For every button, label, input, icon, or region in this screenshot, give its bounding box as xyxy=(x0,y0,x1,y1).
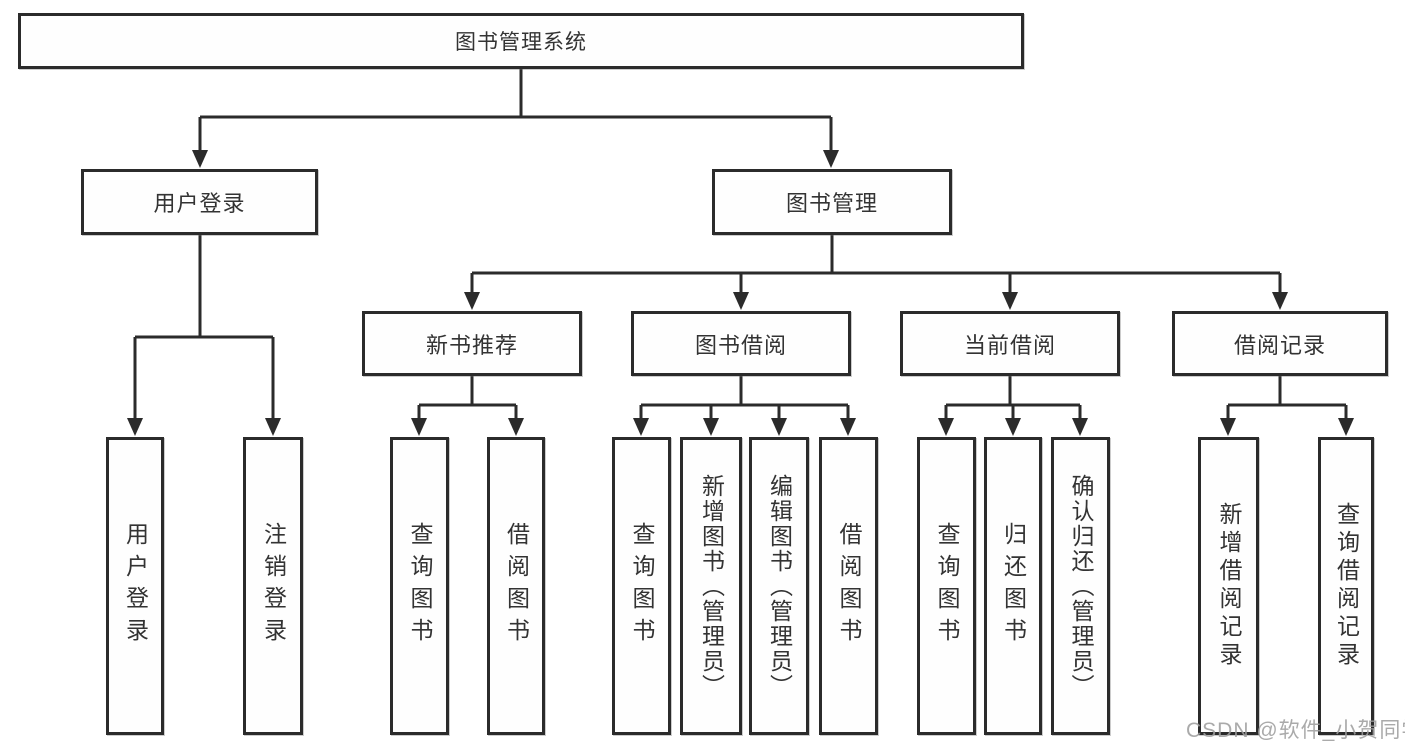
leaf-cb-query-books: 查询图书 xyxy=(917,437,976,735)
connector-borrowing-records-children xyxy=(1226,376,1348,419)
connector-root-to-level2 xyxy=(198,69,833,151)
node-library-management-system: 图书管理系统 xyxy=(18,13,1024,69)
leaf-bb-query-books: 查询图书 xyxy=(612,437,671,735)
node-new-book-recommend: 新书推荐 xyxy=(362,311,582,376)
node-book-management: 图书管理 xyxy=(712,169,952,235)
leaf-cb-confirm-return-admin: 确认归还（管理员） xyxy=(1051,437,1110,735)
leaf-bb-add-books-admin: 新增图书（管理员） xyxy=(680,437,742,735)
leaf-user-login: 用户登录 xyxy=(106,437,164,735)
arrowheads-book-management-children xyxy=(464,292,1288,310)
leaf-br-add-record: 新增借阅记录 xyxy=(1198,437,1259,735)
connector-current-borrowing-children xyxy=(944,376,1082,419)
arrowheads-root-to-level2 xyxy=(192,150,839,168)
leaf-nb-query-books: 查询图书 xyxy=(390,437,449,735)
arrowheads-current-borrowing-children xyxy=(938,418,1088,436)
leaf-bb-edit-books-admin: 编辑图书（管理员） xyxy=(749,437,809,735)
arrowheads-user-login-children xyxy=(127,418,281,436)
arrowheads-new-book-recommend-children xyxy=(411,418,524,436)
arrowheads-borrowing-records-children xyxy=(1220,418,1354,436)
connector-new-book-recommend-children xyxy=(417,376,518,419)
leaf-cb-return-books: 归还图书 xyxy=(984,437,1042,735)
connector-book-borrowing-children xyxy=(639,376,850,419)
csdn-watermark: CSDN @软件_小贺同学 xyxy=(1186,719,1405,742)
connector-book-management-children xyxy=(470,235,1282,293)
leaf-nb-borrow-books: 借阅图书 xyxy=(487,437,545,735)
leaf-logout: 注销登录 xyxy=(243,437,303,735)
leaf-br-query-record: 查询借阅记录 xyxy=(1318,437,1374,735)
node-user-login: 用户登录 xyxy=(81,169,318,235)
leaf-bb-borrow-books: 借阅图书 xyxy=(819,437,878,735)
node-book-borrowing: 图书借阅 xyxy=(631,311,851,376)
node-borrowing-records: 借阅记录 xyxy=(1172,311,1388,376)
node-current-borrowing: 当前借阅 xyxy=(900,311,1120,376)
arrowheads-book-borrowing-children xyxy=(633,418,856,436)
connector-user-login-children xyxy=(133,235,275,419)
